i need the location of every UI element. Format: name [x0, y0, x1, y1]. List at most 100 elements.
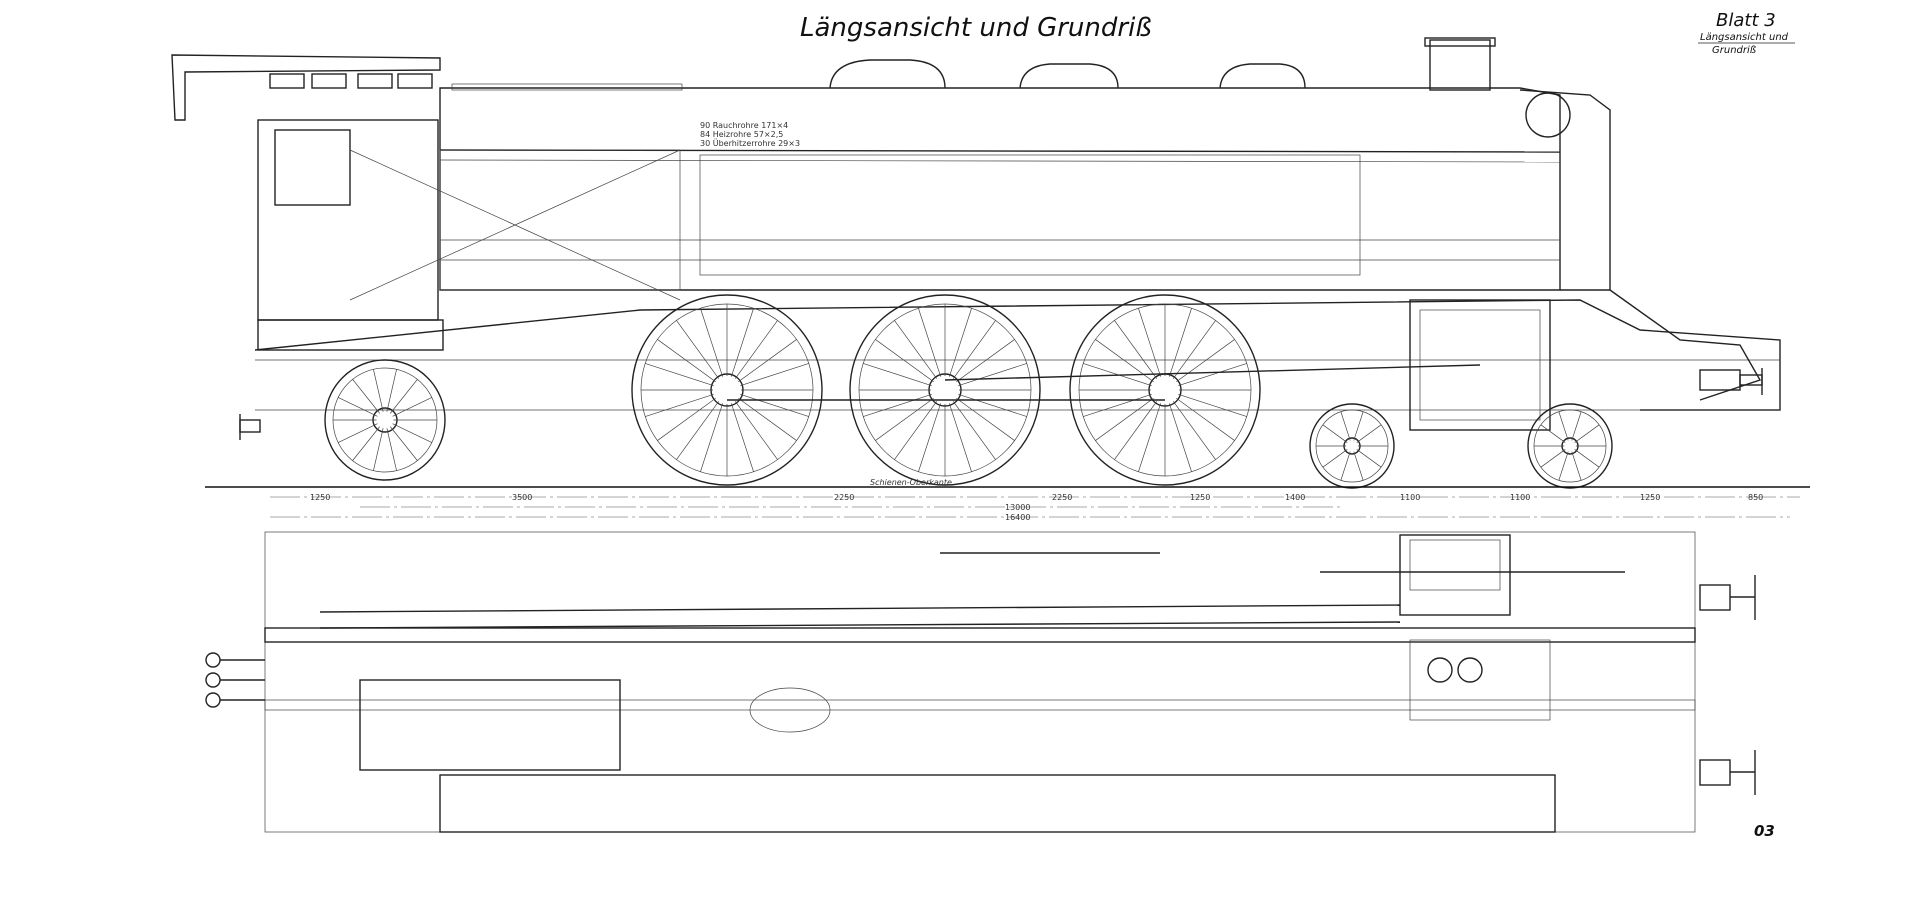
wheel-spoke	[1322, 449, 1348, 468]
frame-upper	[264, 627, 1696, 643]
cylinder-plan-top	[1399, 534, 1511, 616]
wheelbase-dimension: 13000	[1005, 503, 1030, 512]
feed-dome	[1219, 63, 1306, 89]
wheel-spoke	[1356, 424, 1382, 443]
svg-text:2250: 2250	[834, 493, 854, 502]
cab	[257, 119, 439, 321]
sand-dome	[1019, 63, 1119, 89]
wheel-spoke	[1322, 424, 1348, 443]
wheel-spoke	[738, 339, 797, 383]
wheel-spoke	[373, 369, 384, 412]
wheel-spoke	[1353, 411, 1364, 441]
wheel-spoke	[1540, 424, 1566, 443]
wheel-spoke	[700, 403, 724, 472]
wheel-spoke	[1571, 451, 1582, 481]
steam-dome	[829, 59, 946, 89]
overall-length-dimension: 16400	[1005, 513, 1030, 522]
wheel-spoke	[894, 401, 938, 460]
chimney	[1429, 39, 1491, 91]
wheel-spoke	[958, 363, 1027, 387]
wheel-spoke	[1574, 424, 1600, 443]
coupling-link	[205, 652, 221, 668]
svg-text:850: 850	[1748, 493, 1763, 502]
wheel-spoke	[956, 339, 1015, 383]
wheel-spoke	[1178, 363, 1247, 387]
wheel-spoke	[352, 379, 380, 414]
wheel-spoke	[1558, 451, 1569, 481]
wheel-spoke	[1168, 403, 1192, 472]
wheel-spoke	[1083, 393, 1152, 417]
cab-roof	[171, 54, 441, 121]
wheel-spoke	[948, 403, 972, 472]
cylinder	[1409, 299, 1551, 431]
wheel-spoke	[645, 393, 714, 417]
boiler-tubes	[699, 154, 1361, 276]
svg-text:2250: 2250	[1052, 493, 1072, 502]
front-buffer-plan	[1699, 584, 1731, 611]
wheel-spoke	[740, 363, 809, 387]
wheel-spoke	[952, 401, 996, 460]
wheel-spoke	[1571, 411, 1582, 441]
wheel-spoke	[1172, 401, 1216, 460]
wheel-spoke	[1176, 397, 1235, 441]
svg-text:1400: 1400	[1285, 493, 1305, 502]
wheel-spoke	[386, 369, 397, 412]
svg-text:3500: 3500	[512, 493, 532, 502]
svg-text:1250: 1250	[1190, 493, 1210, 502]
cab-window	[274, 129, 351, 206]
rail-label: Schienen-Oberkante	[870, 478, 952, 487]
wheel-spoke	[392, 397, 433, 417]
wheel-spoke	[1353, 451, 1364, 481]
wheel-spoke	[734, 401, 778, 460]
wheel-spoke	[1540, 449, 1566, 468]
smokebox-door	[1525, 92, 1571, 138]
wheel-spoke	[1114, 320, 1158, 379]
smokebox	[1519, 89, 1611, 291]
wheel-spoke	[1340, 411, 1351, 441]
wheel-spoke	[1138, 308, 1162, 377]
running-board-plan	[439, 774, 1556, 833]
tube-note: 90 Rauchrohre 171×4	[700, 121, 788, 130]
wheel-spoke	[337, 423, 378, 443]
wheel-spoke	[700, 308, 724, 377]
rear-buffer	[239, 419, 261, 433]
wheel-spoke	[1558, 411, 1569, 441]
wheel-spoke	[740, 393, 809, 417]
wheel-spoke	[1574, 449, 1600, 468]
plan-view	[205, 531, 1756, 833]
wheel-spoke	[1356, 449, 1382, 468]
wheel-spoke	[386, 428, 397, 471]
wheel-spoke	[894, 320, 938, 379]
tube-note: 30 Überhitzerrohre 29×3	[700, 138, 800, 148]
sheet-subtitle-2: Grundriß	[1712, 45, 1756, 56]
wheel-spoke	[352, 426, 380, 461]
wheel-spoke	[952, 320, 996, 379]
wheel-spoke	[1095, 397, 1154, 441]
firebox	[439, 149, 681, 291]
wheel-spoke	[956, 397, 1015, 441]
wheel-spoke	[738, 397, 797, 441]
wheel-spoke	[676, 401, 720, 460]
firebox-grate	[359, 679, 621, 771]
wheel-spoke	[390, 379, 418, 414]
wheel-spoke	[392, 423, 433, 443]
wheel-spoke	[390, 426, 418, 461]
wheel-spoke	[1168, 308, 1192, 377]
wheel-spoke	[918, 308, 942, 377]
side-view: Schienen-Oberkante 90 Rauchrohre 171×4 8…	[171, 37, 1810, 489]
dimension-lines: 1250 3500 2250 2250 1250 1400 1100 1100 …	[270, 493, 1800, 522]
svg-text:1100: 1100	[1400, 493, 1420, 502]
sheet-label: Blatt 3	[1716, 10, 1776, 31]
wheel-spoke	[958, 393, 1027, 417]
wheel-spoke	[863, 393, 932, 417]
wheel-spoke	[657, 339, 716, 383]
wheel-spoke	[1340, 451, 1351, 481]
wheel-spoke	[1138, 403, 1162, 472]
wheel-spoke	[1176, 339, 1235, 383]
wheel-spoke	[1114, 401, 1158, 460]
wheel-spoke	[730, 403, 754, 472]
wheel-spoke	[373, 428, 384, 471]
wheel-spoke	[1172, 320, 1216, 379]
svg-text:1250: 1250	[1640, 493, 1660, 502]
